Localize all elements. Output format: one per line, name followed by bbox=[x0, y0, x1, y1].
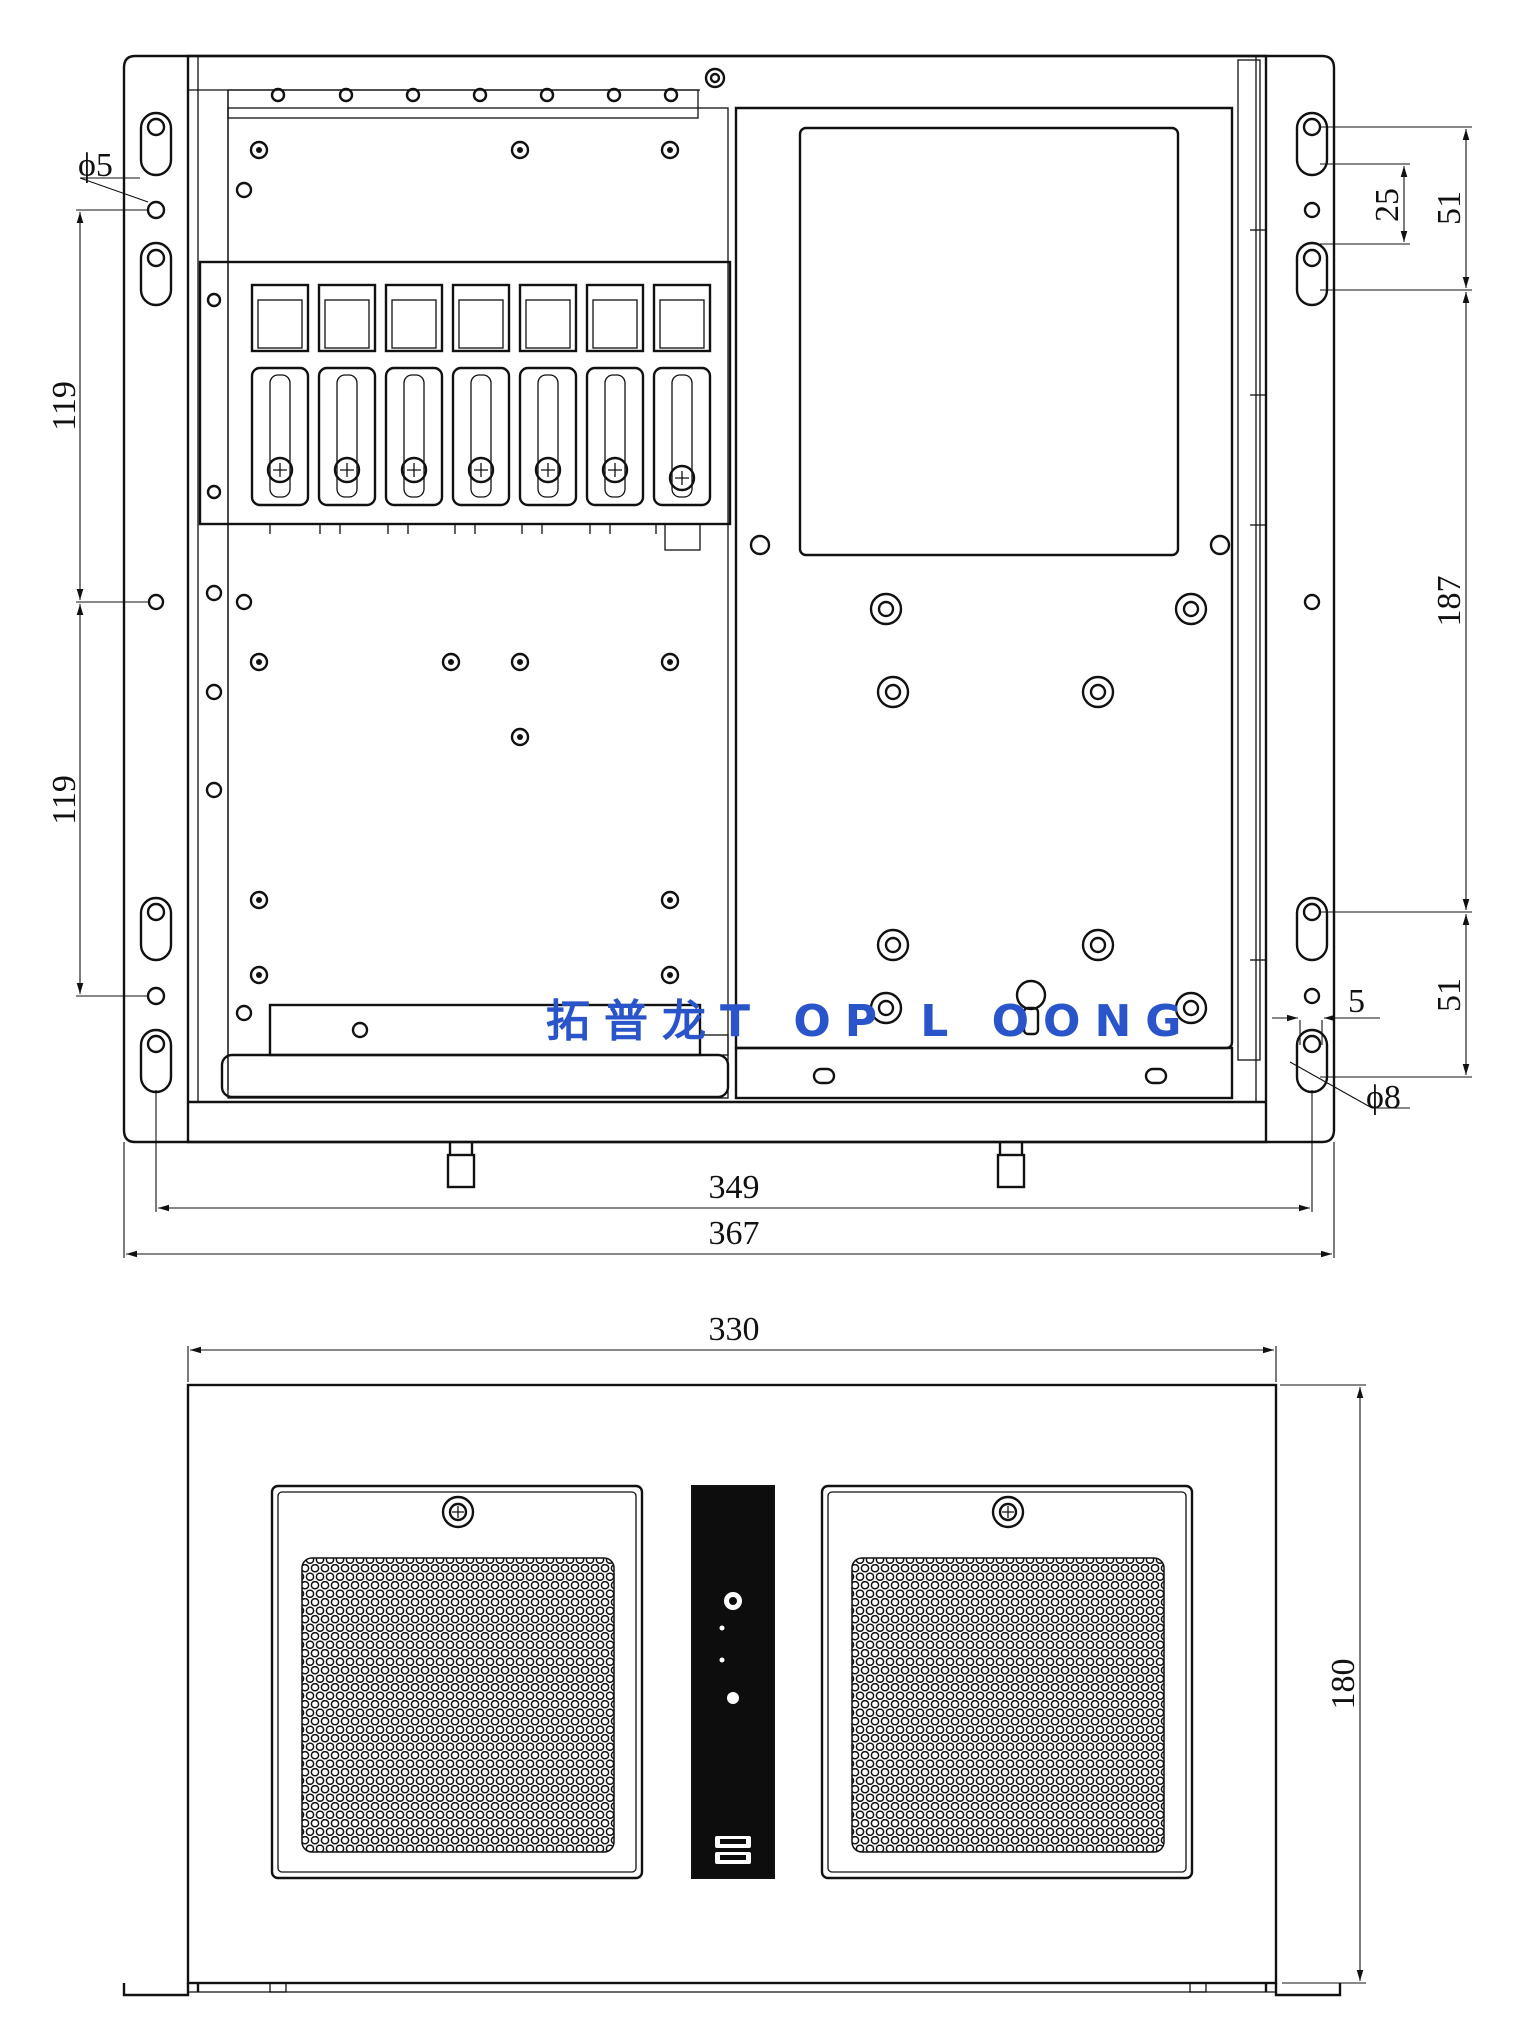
front-panel bbox=[186, 1383, 1278, 1985]
led-indicator bbox=[719, 1625, 725, 1631]
bottom-tray bbox=[220, 1003, 730, 1099]
card-slot bbox=[652, 283, 712, 507]
right-vent-grille bbox=[851, 1557, 1165, 1853]
dim-hole-small: ϕ5 bbox=[78, 147, 113, 184]
drive-opening bbox=[798, 126, 1180, 557]
dim-right-bottom: 51 bbox=[1431, 978, 1468, 1012]
mounting-flange bbox=[122, 54, 1336, 1144]
expansion-card-cage bbox=[198, 260, 732, 551]
left-bay-screws bbox=[205, 140, 680, 1039]
control-panel bbox=[691, 1485, 775, 1879]
foot bbox=[996, 1153, 1026, 1189]
dim-left-lower: 119 bbox=[46, 775, 83, 825]
dim-width-holes: 349 bbox=[709, 1169, 760, 1206]
card-slot bbox=[250, 283, 310, 507]
card-slot bbox=[518, 283, 578, 507]
dim-front-height: 180 bbox=[1325, 1659, 1362, 1710]
dim-right-top-inner: 25 bbox=[1369, 188, 1406, 222]
left-fan-cover bbox=[270, 1484, 644, 1880]
front-view bbox=[122, 1383, 1342, 1997]
card-slot bbox=[384, 283, 444, 507]
dim-right-small: 5 bbox=[1348, 983, 1365, 1020]
top-view-dimensions: 119 119 ϕ5 51 25 187 51 5 ϕ8 bbox=[46, 126, 1472, 1258]
dim-hole-large: ϕ8 bbox=[1366, 1079, 1401, 1116]
right-fan-cover bbox=[820, 1484, 1194, 1880]
card-slot bbox=[451, 283, 511, 507]
top-connector-row bbox=[227, 67, 726, 119]
led-indicator bbox=[719, 1657, 725, 1663]
right-ear-holes bbox=[1295, 111, 1329, 1094]
chassis-body bbox=[186, 54, 1268, 1144]
dim-front-width: 330 bbox=[709, 1311, 760, 1348]
top-view bbox=[122, 54, 1336, 1189]
card-slot bbox=[317, 283, 377, 507]
dim-right-top-outer: 51 bbox=[1431, 191, 1468, 225]
foot bbox=[446, 1153, 476, 1189]
dim-width-total: 367 bbox=[709, 1215, 760, 1252]
dim-left-upper: 119 bbox=[46, 381, 83, 431]
front-view-dimensions: 330 180 bbox=[187, 1311, 1366, 1984]
brand-watermark: 拓普龙T OP L OONG bbox=[546, 996, 1195, 1047]
drive-bay bbox=[734, 106, 1266, 1100]
card-slot bbox=[585, 283, 645, 507]
reset-button[interactable] bbox=[727, 1692, 739, 1704]
dim-right-middle: 187 bbox=[1431, 576, 1468, 627]
left-bay bbox=[227, 107, 729, 1099]
left-vent-grille bbox=[301, 1557, 615, 1853]
